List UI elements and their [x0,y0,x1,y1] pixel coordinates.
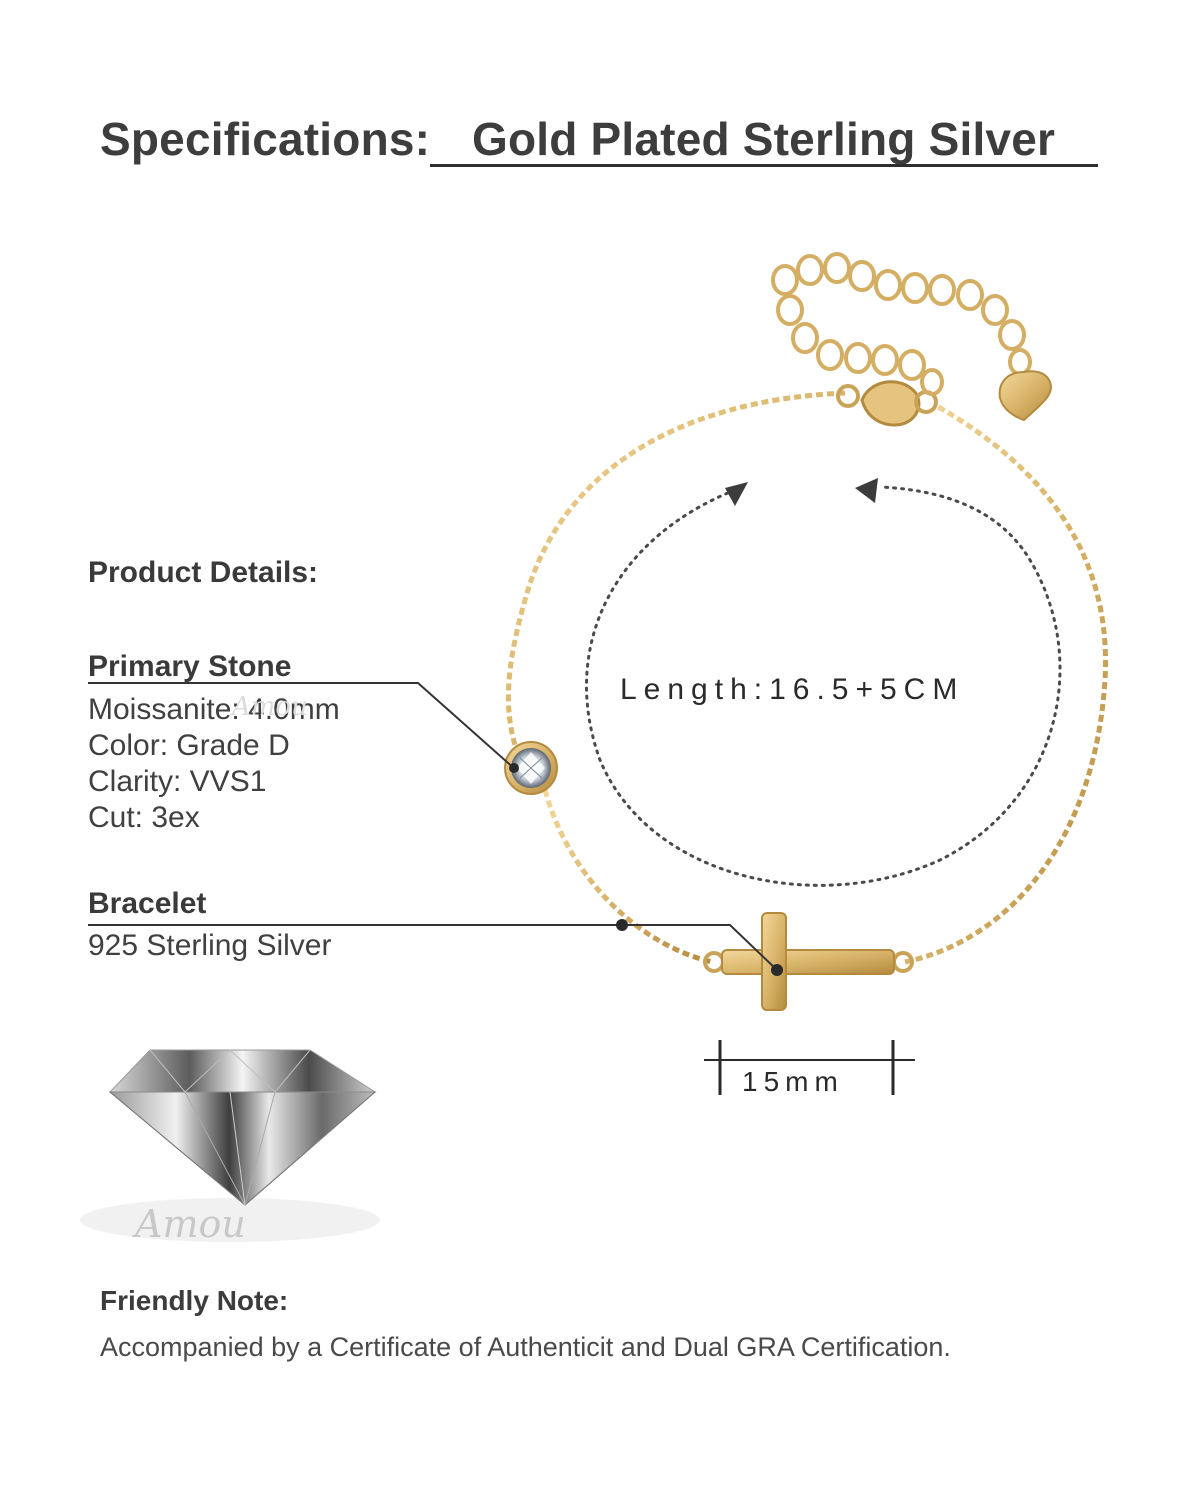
friendly-note-title: Friendly Note: [100,1285,289,1316]
diamond-icon [80,1049,380,1242]
stone-color: Color: Grade D [88,729,290,762]
primary-stone-details: Moissanite: 4.0mm Color: Grade D Clarity… [88,692,340,836]
extender-chain [771,252,1032,427]
heart-charm-icon [998,370,1052,422]
specifications-value: Gold Plated Sterling Silver [472,113,1056,165]
cross-pendant-icon [703,912,914,1011]
bracelet-material: 925 Sterling Silver [88,929,332,962]
arrow-up-right-icon [725,482,748,506]
stone-clarity: Clarity: VVS1 [88,765,267,798]
stone-size: Moissanite: 4.0mm [88,693,340,726]
callout-lines [88,682,783,976]
product-details-title: Product Details: [88,556,319,589]
friendly-note-text: Accompanied by a Certificate of Authenti… [100,1332,951,1362]
width-label: 15mm [742,1066,844,1097]
length-indicator [585,478,1062,887]
specifications-label: Specifications: [100,113,431,165]
length-label: Length:16.5+5CM [620,673,965,706]
diamond-watermark-logo: Amou [135,1202,246,1246]
specifications-underline [430,164,1098,167]
moissanite-stone-icon [504,741,558,795]
watermark-logo: Amou [232,692,308,722]
width-dimension-marker [704,1040,915,1095]
bracelet-title: Bracelet [88,887,207,920]
arrow-up-left-icon [855,478,878,503]
primary-stone-title: Primary Stone [88,650,292,683]
stone-cut: Cut: 3ex [88,801,200,834]
